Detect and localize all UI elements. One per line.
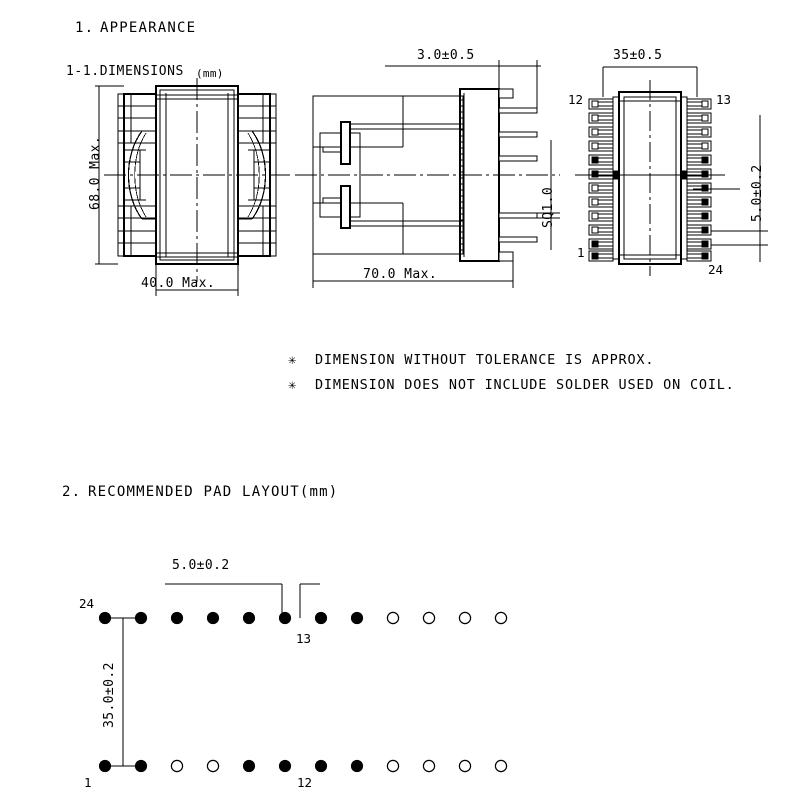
top-view-pin-label-12: 12 [568,92,584,107]
note-2-marker: ✳ [288,377,297,393]
subsection-dimensions-label: 1-1.DIMENSIONS [66,64,184,79]
top-view-width-dimension: 35±0.5 [613,48,663,63]
top-view-pin-label-1: 1 [577,245,585,260]
pad-bottom-row [98,759,508,773]
top-view-pin-pitch-dimension: 5.0±0.2 [750,164,765,222]
pad-label-13: 13 [296,631,312,646]
note-2-text: DIMENSION DOES NOT INCLUDE SOLDER USED O… [315,377,735,393]
front-view-width-dimension: 40.0 Max. [141,276,216,291]
side-view-pin-length-dimension: 3.0±0.5 [417,48,475,63]
pad-label-12: 12 [297,775,313,790]
pad-layout-pitch-dimension: 5.0±0.2 [172,558,230,573]
top-view-left-pins [588,98,614,262]
pad-layout-geometry [108,583,320,767]
section-2-title: RECOMMENDED PAD LAYOUT(mm) [88,484,339,500]
pad-label-1: 1 [84,775,92,790]
subsection-dimensions-unit: (mm) [196,67,224,80]
side-view-geometry [295,60,560,288]
pad-label-24: 24 [79,596,95,611]
side-view-pin-section-dimension: SQ1.0 [541,186,556,228]
pad-top-row [98,611,508,625]
front-view-geometry [95,78,290,296]
front-view-height-dimension: 68.0 Max. [88,135,103,210]
section-1-title: APPEARANCE [100,20,197,36]
note-1-marker: ✳ [288,352,297,368]
top-view-pin-label-24: 24 [708,262,724,277]
note-1-text: DIMENSION WITHOUT TOLERANCE IS APPROX. [315,352,655,368]
section-1-number: 1. [75,20,95,36]
top-view-geometry [575,66,768,276]
top-view-right-pins [686,98,712,262]
section-2-number: 2. [62,484,82,500]
side-view-width-dimension: 70.0 Max. [363,267,438,282]
pad-layout-row-spacing-dimension: 35.0±0.2 [102,662,117,728]
top-view-pin-label-13: 13 [716,92,732,107]
